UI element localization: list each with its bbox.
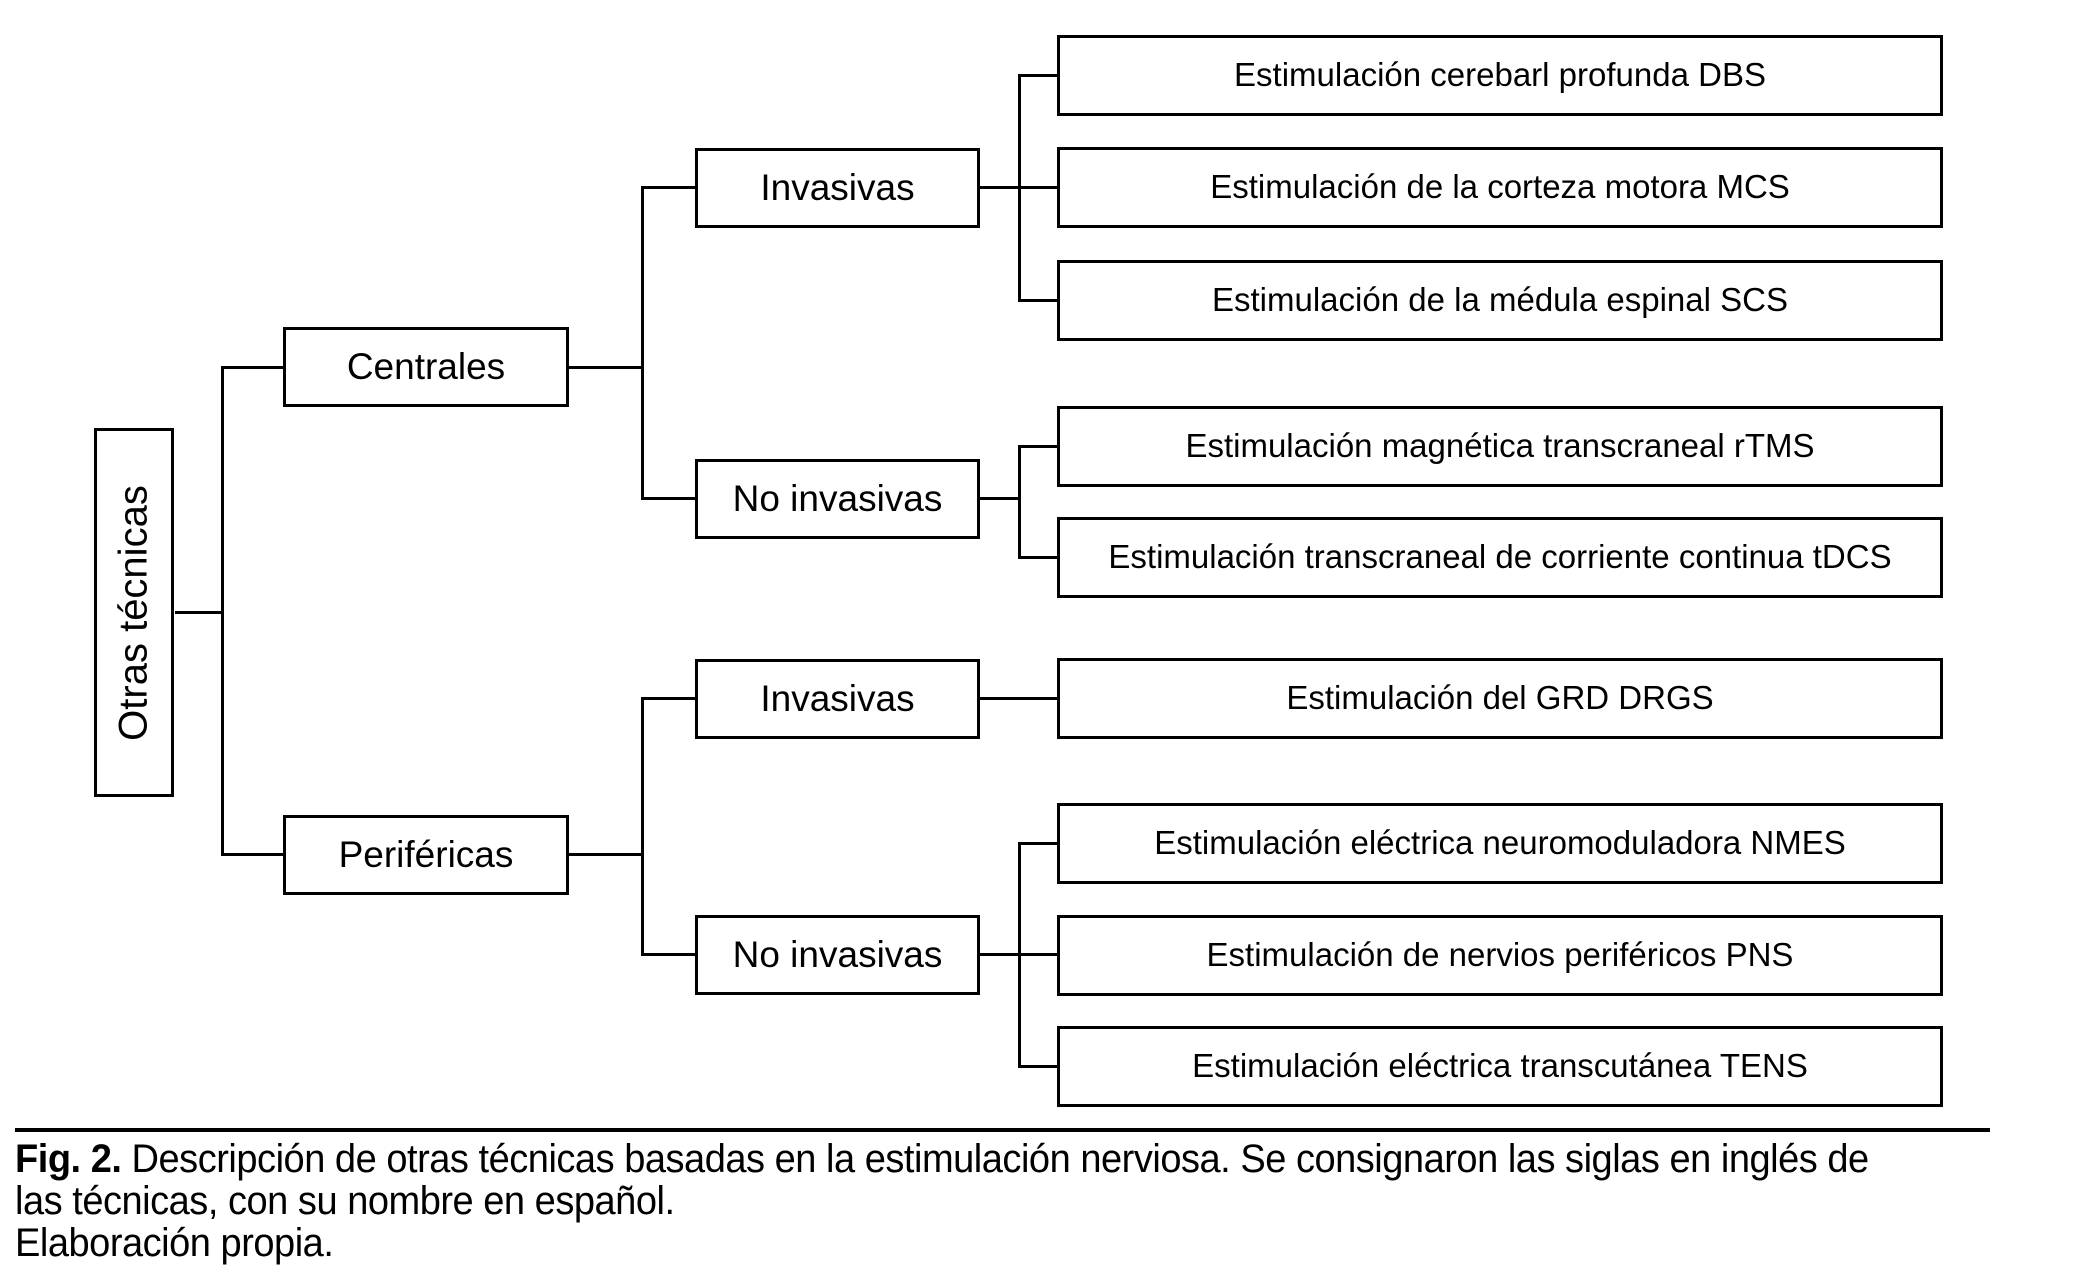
connector-line [1021, 1065, 1057, 1068]
caption-line-1-text: Descripción de otras técnicas basadas en… [121, 1137, 1870, 1181]
leaf-pns: Estimulación de nervios periféricos PNS [1057, 915, 1943, 996]
connector-line [644, 186, 695, 189]
connector-line [980, 497, 1019, 500]
connector-line [1021, 842, 1057, 845]
connector-line [644, 953, 695, 956]
connector-line [224, 853, 283, 856]
connector-line [1018, 74, 1021, 302]
leaf-tens-label: Estimulación eléctrica transcutánea TENS [1192, 1047, 1808, 1085]
connector-line [980, 953, 1019, 956]
leaf-dbs-label: Estimulación cerebarl profunda DBS [1234, 56, 1766, 94]
connector-line [1021, 74, 1057, 77]
connector-line [221, 366, 224, 856]
leaf-tdcs: Estimulación transcraneal de corriente c… [1057, 517, 1943, 598]
leaf-drgs-label: Estimulación del GRD DRGS [1286, 679, 1714, 717]
connector-line [644, 697, 695, 700]
connector-line [1021, 299, 1057, 302]
node-centrales-label: Centrales [346, 345, 506, 387]
connector-line [224, 366, 283, 369]
connector-line [980, 697, 1057, 700]
connector-line [1021, 556, 1057, 559]
connector-line [1021, 953, 1057, 956]
node-centrales-invasivas: Invasivas [695, 148, 980, 228]
node-perifericas-invasivas: Invasivas [695, 659, 980, 739]
connector-line [1021, 186, 1057, 189]
connector-line [641, 186, 644, 500]
node-perifericas-label: Periféricas [338, 833, 514, 875]
node-otras-tecnicas-label: Otras técnicas [111, 484, 156, 741]
caption-line-2: las técnicas, con su nombre en español. [15, 1179, 675, 1223]
leaf-mcs-label: Estimulación de la corteza motora MCS [1210, 168, 1790, 206]
leaf-tdcs-label: Estimulación transcraneal de corriente c… [1108, 538, 1892, 576]
leaf-nmes: Estimulación eléctrica neuromoduladora N… [1057, 803, 1943, 884]
node-centrales-invasivas-label: Invasivas [760, 166, 915, 208]
node-otras-tecnicas: Otras técnicas [94, 428, 174, 797]
leaf-scs: Estimulación de la médula espinal SCS [1057, 260, 1943, 341]
node-centrales-no-invasivas-label: No invasivas [732, 477, 943, 519]
leaf-rtms: Estimulación magnética transcraneal rTMS [1057, 406, 1943, 487]
node-perifericas: Periféricas [283, 815, 569, 895]
leaf-tens: Estimulación eléctrica transcutánea TENS [1057, 1026, 1943, 1107]
connector-line [569, 366, 644, 369]
node-perifericas-no-invasivas-label: No invasivas [732, 933, 943, 975]
connector-line [175, 611, 224, 614]
leaf-scs-label: Estimulación de la médula espinal SCS [1212, 281, 1788, 319]
caption-line-3: Elaboración propia. [15, 1221, 334, 1265]
caption-fig-label: Fig. 2. [15, 1137, 122, 1181]
node-centrales: Centrales [283, 327, 569, 407]
node-centrales-no-invasivas: No invasivas [695, 459, 980, 539]
leaf-nmes-label: Estimulación eléctrica neuromoduladora N… [1154, 824, 1846, 862]
connector-line [980, 186, 1019, 189]
connector-line [1021, 445, 1057, 448]
connector-line [1018, 842, 1021, 1068]
figure-caption: Fig. 2. Descripción de otras técnicas ba… [15, 1138, 2078, 1264]
node-perifericas-no-invasivas: No invasivas [695, 915, 980, 995]
connector-line [644, 497, 695, 500]
leaf-drgs: Estimulación del GRD DRGS [1057, 658, 1943, 739]
leaf-rtms-label: Estimulación magnética transcraneal rTMS [1185, 427, 1815, 465]
leaf-mcs: Estimulación de la corteza motora MCS [1057, 147, 1943, 228]
connector-line [641, 697, 644, 956]
leaf-dbs: Estimulación cerebarl profunda DBS [1057, 35, 1943, 116]
connector-line [569, 853, 644, 856]
caption-divider-rule [15, 1128, 1990, 1132]
caption-line-1: Fig. 2. Descripción de otras técnicas ba… [15, 1138, 2078, 1180]
leaf-pns-label: Estimulación de nervios periféricos PNS [1206, 936, 1794, 974]
node-perifericas-invasivas-label: Invasivas [760, 677, 915, 719]
connector-line [1018, 445, 1021, 559]
